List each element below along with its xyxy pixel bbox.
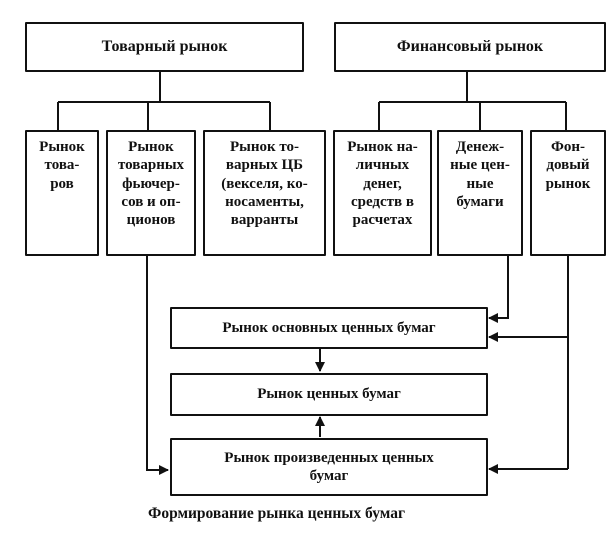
securities-market-label: Рынок ценных бумаг	[257, 386, 401, 403]
primary-securities-market-box: Рынок основных ценных бумаг	[170, 307, 488, 349]
commodity-futures-market-label: Рынок товарных фьючер- сов и оп- ционов	[117, 139, 185, 229]
figure-caption: Формирование рынка ценных бумаг	[148, 505, 405, 522]
goods-market-box: Рынок това- ров	[25, 130, 99, 256]
financial-market-box: Финансовый рынок	[334, 22, 606, 72]
edge-futures-to-derivative	[146, 255, 169, 475]
stock-market-label: Фон- довый рынок	[545, 139, 591, 192]
stock-market-box: Фон- довый рынок	[530, 130, 606, 256]
commodity-securities-market-box: Рынок то- варных ЦБ (векселя, ко- носаме…	[203, 130, 326, 256]
commodity-futures-market-box: Рынок товарных фьючер- сов и оп- ционов	[106, 130, 196, 256]
securities-market-box: Рынок ценных бумаг	[170, 373, 488, 416]
financial-market-label: Финансовый рынок	[396, 38, 544, 56]
commodity-securities-market-label: Рынок то- варных ЦБ (векселя, ко- носаме…	[221, 139, 308, 229]
cash-market-box: Рынок на- личных денег, средств в расчет…	[333, 130, 432, 256]
cash-market-label: Рынок на- личных денег, средств в расчет…	[347, 139, 418, 229]
derivative-securities-market-box: Рынок произведенных ценных бумаг	[170, 438, 488, 496]
money-securities-label: Денеж- ные цен- ные бумаги	[450, 139, 510, 210]
commodity-market-box: Товарный рынок	[25, 22, 304, 72]
derivative-securities-market-label: Рынок произведенных ценных бумаг	[224, 449, 434, 484]
primary-securities-market-label: Рынок основных ценных бумаг	[222, 319, 436, 336]
edge-money-to-primary	[488, 255, 509, 323]
money-securities-box: Денеж- ные цен- ные бумаги	[437, 130, 523, 256]
commodity-market-label: Товарный рынок	[101, 38, 228, 56]
goods-market-label: Рынок това- ров	[39, 139, 85, 192]
